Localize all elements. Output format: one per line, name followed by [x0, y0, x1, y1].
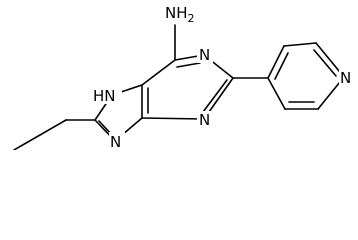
bond-py-c2-c3: [283, 42, 317, 47]
n7-h-label: HN: [92, 86, 122, 105]
n3-text: N: [199, 111, 210, 129]
bond-c5-c6: [141, 59, 176, 86]
pyridine-ring: [232, 42, 345, 110]
molecule-diagram: NH2 N N N HN N: [13, 1, 355, 150]
bond-c6-n1-double: [176, 62, 201, 68]
bond-ch3-ch2: [13, 134, 41, 150]
svg-text:HN: HN: [93, 87, 116, 105]
structure-canvas: NH2 N N N HN N: [13, 1, 355, 150]
pyridine-n-label: N: [339, 68, 355, 87]
n1-text: N: [199, 46, 210, 64]
amine-text: NH: [165, 4, 188, 22]
n7-hydrogen: H: [93, 87, 104, 105]
propyl-chain: [13, 119, 96, 150]
n1-label: N: [197, 45, 213, 64]
n7-text: N: [104, 87, 115, 105]
pyridine-n-text: N: [340, 69, 351, 87]
pyrimidine-ring: [141, 54, 234, 120]
bond-py-c1-c2-double: [274, 52, 289, 80]
n9-text: N: [110, 133, 121, 150]
amine-label: NH2: [163, 1, 197, 25]
amine-subscript: 2: [188, 12, 195, 25]
svg-text:NH2: NH2: [165, 4, 195, 25]
bond-py-c3-n-double: [313, 49, 337, 77]
bond-ch2-ch2: [39, 119, 67, 136]
n3-label: N: [197, 111, 213, 129]
bond-py-c6-c1: [267, 77, 286, 110]
n9-label: N: [109, 132, 125, 150]
bond-c2-n3-double: [202, 79, 228, 113]
bond-py-c1-c2: [267, 45, 285, 79]
bond-n3-c4: [141, 117, 205, 120]
